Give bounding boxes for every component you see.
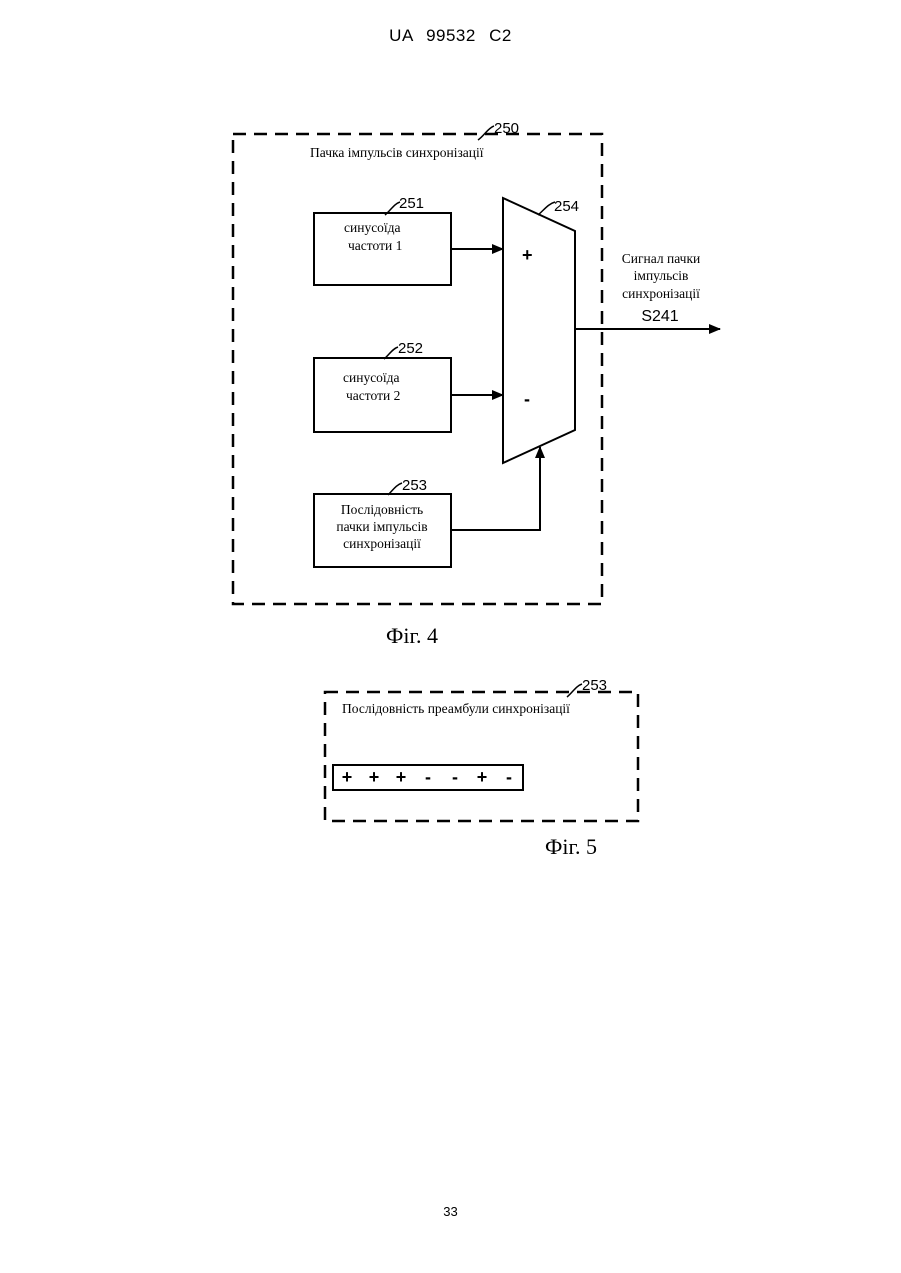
preamble-symbol: + [396,767,407,787]
preamble-symbol: + [342,767,353,787]
preamble-symbol: + [369,767,380,787]
output-signal-name: S241 [641,308,678,325]
burst-sequence-line3: синхронізації [343,536,421,551]
ref-label-fig5-253: 253 [582,677,607,694]
preamble-symbol: + [477,767,488,787]
ref-label-250: 250 [494,120,519,137]
ref-label-252: 252 [398,340,423,357]
page-number: 33 [0,1204,901,1219]
preamble-symbol: - [506,767,512,787]
burst-sequence-line1: Послідовність [341,502,423,517]
ref-label-251: 251 [399,195,424,212]
output-label-line2: імпульсів [634,268,689,283]
figure-4: 250 Пачка імпульсів синхронізації 251 си… [233,120,720,648]
preamble-symbol: - [425,767,431,787]
mux-plus-input: + [522,245,533,265]
mux-minus-input: - [524,389,530,409]
output-label-line1: Сигнал пачки [622,251,700,266]
multiplexer-254 [503,198,575,463]
figure-5: 253 Послідовність преамбули синхронізаці… [325,677,638,859]
sine-freq1-line1: синусоїда [344,220,401,235]
figure-5-caption: Фіг. 5 [545,834,597,859]
ref-label-253: 253 [402,477,427,494]
burst-sequence-line2: пачки імпульсів [336,519,427,534]
sine-freq1-line2: частоти 1 [348,238,402,253]
block-title-250: Пачка імпульсів синхронізації [310,145,484,160]
arrow-253-to-mux-select [451,447,540,530]
preamble-title: Послідовність преамбули синхронізації [342,701,570,716]
figure-4-caption: Фіг. 4 [386,623,438,648]
sine-freq2-line2: частоти 2 [346,388,400,403]
preamble-symbol: - [452,767,458,787]
output-label-line3: синхронізації [622,286,700,301]
ref-label-254: 254 [554,198,579,215]
ref-leader-fig5-253 [567,684,582,697]
sine-freq2-line1: синусоїда [343,370,400,385]
ref-leader-254 [538,202,555,215]
